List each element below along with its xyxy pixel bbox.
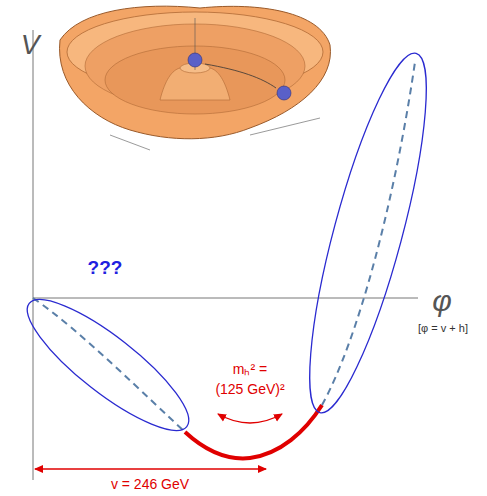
- region-ellipse: [287, 45, 449, 422]
- vev-arrow: [35, 468, 266, 469]
- curve-dashed: [322, 62, 415, 405]
- mass-label: mₕ² =: [233, 362, 267, 377]
- axis-label: V: [21, 30, 40, 61]
- mexican-hat-inset: [60, 6, 331, 150]
- region-ellipse: [12, 281, 204, 448]
- field-definition: [φ = v + h]: [418, 322, 468, 334]
- mass-label: (125 GeV)²: [215, 382, 284, 397]
- curve-dashed: [33, 298, 185, 432]
- vev-label: v = 246 GeV: [111, 477, 189, 492]
- v-axis: [33, 30, 34, 480]
- curvature-arrow: [218, 414, 282, 423]
- axis-label: φ: [432, 284, 452, 317]
- curve-minimum: [185, 405, 322, 458]
- phi-axis: [33, 298, 418, 299]
- question-label: ???: [88, 258, 123, 279]
